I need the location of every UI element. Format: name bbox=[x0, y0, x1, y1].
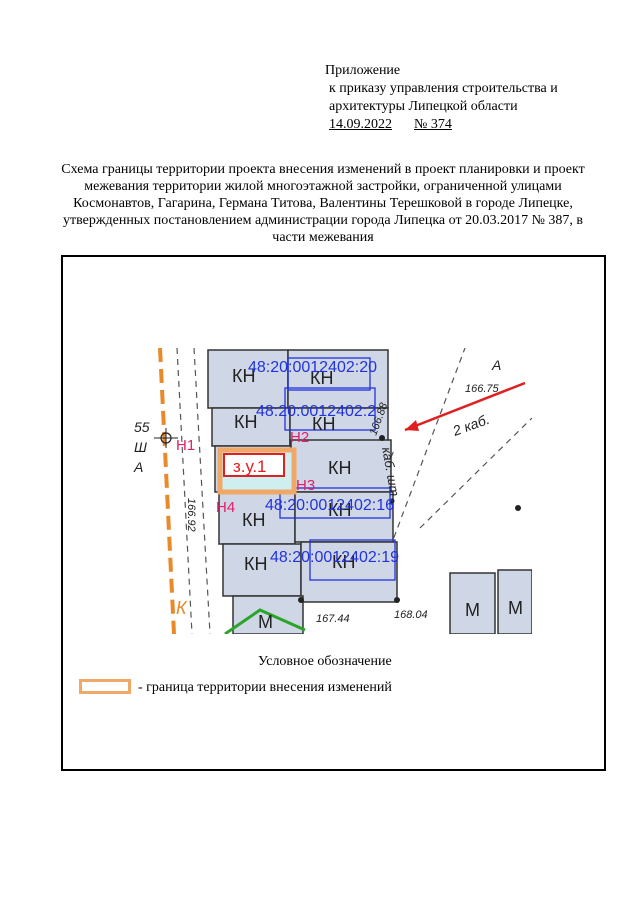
dashed-line bbox=[193, 348, 211, 634]
garage-label: М bbox=[465, 600, 480, 620]
elevation: 166.92 bbox=[185, 498, 197, 532]
building bbox=[449, 572, 496, 634]
parcel-number: 48:20:0012402:16 bbox=[265, 497, 394, 514]
building-label: КН bbox=[244, 554, 267, 574]
building-label: КН bbox=[328, 500, 351, 520]
edge-label: А bbox=[491, 357, 501, 373]
legend-text: - граница территории внесения изменений bbox=[138, 680, 392, 695]
elevation: 166.75 bbox=[465, 383, 500, 395]
dashed-line bbox=[389, 348, 466, 549]
cable-arrow bbox=[404, 381, 526, 432]
building bbox=[211, 407, 291, 447]
road-centerline bbox=[158, 348, 176, 634]
building-label: КН bbox=[328, 458, 351, 478]
elevation: 168.04 bbox=[394, 609, 428, 621]
building-labels: КН КН КН КН КН КН КН КН КН М М М bbox=[232, 366, 523, 632]
edge-label: Ш bbox=[134, 439, 147, 455]
green-boundary bbox=[224, 608, 306, 634]
parcel-number: 48:20:0012402:20 bbox=[248, 359, 377, 376]
plot-label-box bbox=[223, 453, 285, 477]
building bbox=[287, 349, 389, 409]
dashed-line bbox=[176, 348, 193, 634]
plot-label: з.у.1 bbox=[233, 457, 267, 476]
cable-label: 2 каб. bbox=[450, 411, 492, 439]
appendix-line2: к приказу управления строительства и bbox=[329, 81, 558, 96]
building-label: КН bbox=[242, 510, 265, 530]
appendix-line3: архитектуры Липецкой области bbox=[329, 99, 518, 114]
building bbox=[222, 543, 302, 597]
legend-swatch bbox=[79, 679, 131, 694]
building-label: КН bbox=[332, 552, 355, 572]
edge-label: А bbox=[133, 459, 143, 475]
legend-title: Условное обозначение bbox=[258, 654, 392, 669]
appendix-date-line: 14.09.2022 № 374 bbox=[329, 116, 558, 134]
edge-label: К bbox=[176, 598, 188, 618]
building bbox=[300, 541, 398, 603]
building-label: КН bbox=[234, 412, 257, 432]
dashed-line bbox=[419, 417, 532, 529]
document-title: Схема границы территории проекта внесени… bbox=[61, 162, 585, 245]
appendix-header: Приложение к приказу управления строител… bbox=[325, 62, 558, 134]
appendix-number: № 374 bbox=[414, 117, 452, 132]
scheme-frame bbox=[61, 255, 606, 771]
elevation: 167.44 bbox=[316, 613, 350, 625]
building-label: КН bbox=[310, 368, 333, 388]
parcel-number: 48:20:0012402:2 bbox=[256, 403, 376, 420]
point-label: Н4 bbox=[216, 499, 235, 516]
point-label: Н1 bbox=[176, 437, 195, 454]
parcel-number: 48:20:0012402:19 bbox=[270, 549, 399, 566]
building bbox=[294, 491, 394, 543]
building-label: КН bbox=[232, 366, 255, 386]
appendix-date: 14.09.2022 bbox=[329, 117, 392, 132]
appendix-line1: Приложение bbox=[325, 63, 401, 78]
building-label: КН bbox=[312, 414, 335, 434]
garage-label: М bbox=[258, 612, 273, 632]
edge-label: 55 bbox=[134, 419, 150, 435]
building bbox=[290, 439, 392, 493]
cadastral-map: КН КН КН КН КН КН КН КН КН М М М 48:20:0… bbox=[120, 348, 532, 634]
building bbox=[207, 349, 289, 409]
garage-label: М bbox=[508, 598, 523, 618]
point-label: Н3 bbox=[296, 477, 315, 494]
building bbox=[497, 569, 532, 634]
point-label: Н2 bbox=[290, 429, 309, 446]
